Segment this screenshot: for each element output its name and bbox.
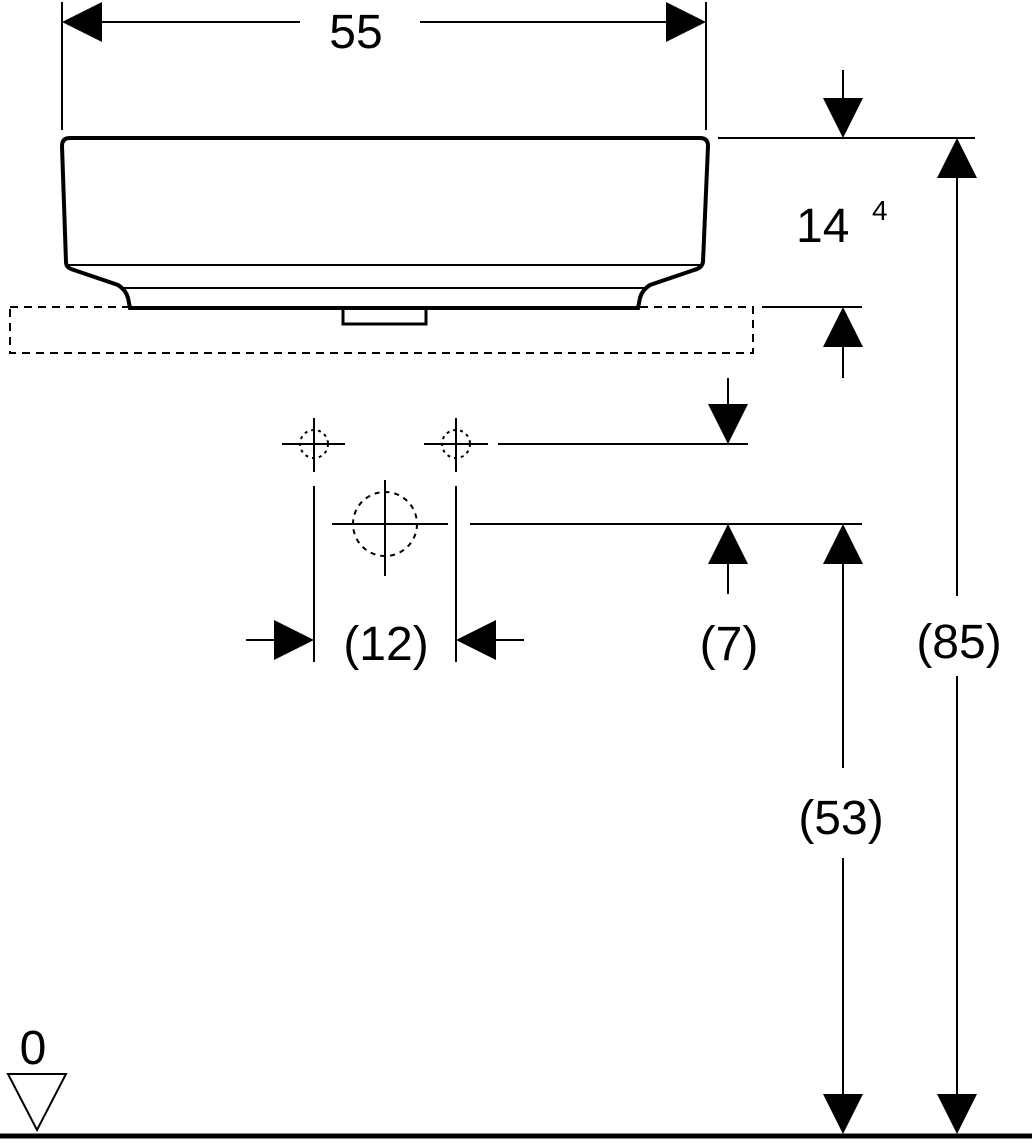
width-dimension: 55 [61, 2, 707, 130]
arrowhead-left-icon [62, 2, 102, 42]
crosshair-icon [299, 429, 329, 459]
countertop-outline [9, 306, 754, 354]
arrowhead-down-icon [823, 1094, 863, 1134]
arrowhead-up-icon [708, 524, 748, 564]
basin-height-label: 14 [796, 200, 849, 253]
outlet-offset-label: (7) [700, 618, 759, 671]
crosshair-circle-icon [352, 491, 418, 557]
triangle-down-icon [6, 1073, 68, 1133]
outlet-height-label: (53) [798, 792, 883, 845]
arrowhead-up-icon [937, 138, 977, 178]
arrowhead-right-icon [666, 2, 706, 42]
width-label: 55 [329, 6, 382, 59]
arrowhead-left-icon [456, 620, 496, 660]
crosshair-icon [441, 429, 471, 459]
basin [59, 136, 711, 326]
arrowhead-down-icon [937, 1094, 977, 1134]
arrowhead-right-icon [274, 620, 314, 660]
outlet-height-dimension: (53) [798, 524, 884, 1134]
basin-height-dimension: 14 4 [718, 70, 975, 378]
total-height-dimension: (85) [916, 138, 1002, 1134]
basin-outline [59, 136, 711, 310]
floor: 0 [0, 1022, 1032, 1139]
tap-right [424, 418, 488, 472]
floor-level-label: 0 [20, 1022, 47, 1075]
tap-spacing-dimension: (12) [246, 486, 524, 671]
arrowhead-up-icon [823, 307, 863, 347]
arrowhead-down-icon [708, 404, 748, 444]
basin-height-superscript: 4 [872, 195, 888, 226]
waste-marker [332, 480, 448, 576]
arrowhead-up-icon [823, 524, 863, 564]
waste-outlet [341, 308, 428, 326]
total-height-label: (85) [916, 616, 1001, 669]
arrowhead-down-icon [823, 98, 863, 138]
tap-spacing-label: (12) [343, 618, 428, 671]
outlet-offset-dimension: (7) [470, 378, 862, 671]
tap-left [282, 418, 345, 472]
